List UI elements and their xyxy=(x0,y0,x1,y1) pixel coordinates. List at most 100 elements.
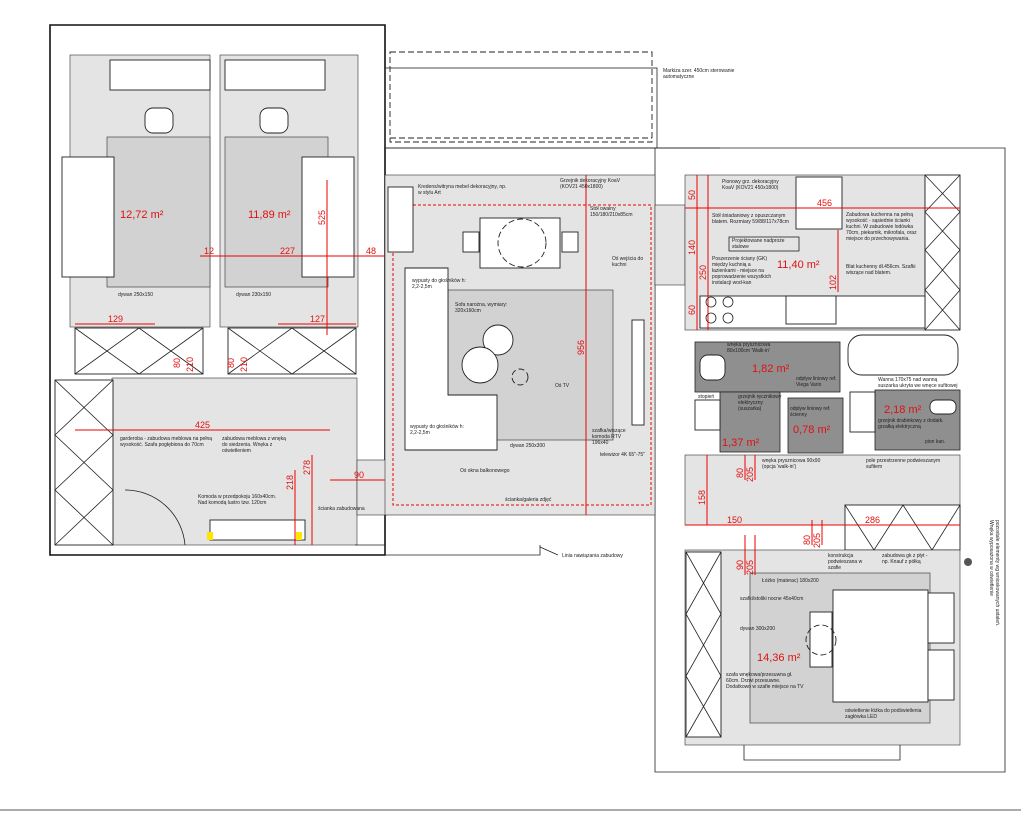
sofa xyxy=(404,267,498,451)
dimension-label: 80 xyxy=(172,358,182,368)
note-tv-cabinet: szafka/wiszące komoda RTV 196x40 xyxy=(592,428,626,446)
hall-passage xyxy=(356,459,388,516)
note-building-line: Linia nawiązania zabudowy xyxy=(562,553,623,559)
dimension-label: 127 xyxy=(310,314,325,324)
dimension-label: 956 xyxy=(576,340,586,355)
note-hall-unit: zabudowa meblowa z wnęką do siedzenia. W… xyxy=(222,436,286,454)
chair-2 xyxy=(259,107,289,134)
note-lintel: Projektowane nadproże stalowe xyxy=(732,238,785,250)
note-ladder-radiator: grzejnik drabinkowy z dodatk. grzałką el… xyxy=(878,418,944,430)
dimension-label: 102 xyxy=(828,275,838,290)
dimension-label: 50 xyxy=(687,190,697,200)
desk-2 xyxy=(224,59,326,91)
tv-cabinet xyxy=(631,319,645,426)
light-icon xyxy=(207,532,213,540)
note-stack: pion kan. xyxy=(925,439,946,445)
awning xyxy=(384,51,720,149)
dimension-label: 60 xyxy=(687,305,697,315)
hallway xyxy=(111,377,358,546)
sideboard xyxy=(387,186,414,253)
dimension-label: 218 xyxy=(285,475,295,490)
desk-1 xyxy=(109,59,211,91)
note-ceiling: pole przestrzenne podwieszanym sufitem xyxy=(866,458,941,470)
nightstand xyxy=(927,592,955,644)
note-kitchen-radiator: Pionowy grz. dekoracyjny KoaV (KOV21 450… xyxy=(722,179,779,191)
note-nightstands: szafki/stoliki nocne 45x40cm xyxy=(740,596,804,602)
bedroom-2-area: 11,89 m² xyxy=(248,209,291,221)
pipe-icon xyxy=(964,558,972,566)
note-counter: Blat kuchenny dł.456cm. Szafki wiszące n… xyxy=(846,264,916,276)
dimension-label: 205 xyxy=(745,560,755,575)
note-drain: odpływ liniowy ref. Viega Vario xyxy=(796,376,837,388)
dimension-label: 80 xyxy=(735,468,745,478)
note-table: Stół owalny 150/180/210x85cm xyxy=(590,206,633,218)
chair xyxy=(561,231,579,253)
note-dresser: Komoda w przedpokoju 160x40cm. Nad komod… xyxy=(198,494,277,506)
dimension-label: 278 xyxy=(302,460,312,475)
nightstand xyxy=(927,649,955,701)
dimension-label: 286 xyxy=(865,515,880,525)
note-radiator: Grzejnik dekoracyjny KoaV (KOV21 450x180… xyxy=(560,178,621,190)
wc-room xyxy=(719,391,781,453)
dimension-label: 48 xyxy=(366,246,376,256)
note-tv: telewizor 4K 65"-75" xyxy=(600,452,645,458)
dimension-label: 525 xyxy=(317,210,327,225)
shower-90 xyxy=(787,397,844,454)
note-kitchen-units: Zabudowa kuchenna na pełną wysokość - są… xyxy=(846,212,917,242)
washbasin xyxy=(849,391,876,433)
pouf xyxy=(511,368,529,386)
dimension-label: 90 xyxy=(735,560,745,570)
dimension-lines xyxy=(75,175,960,575)
bathtub xyxy=(847,334,959,376)
chair-1 xyxy=(144,107,174,134)
note-speakers-1: wypusty do głośników h: 2,2-2,5m xyxy=(412,278,466,290)
coffee-table xyxy=(461,346,499,384)
bed-2 xyxy=(301,156,355,278)
balcony-door xyxy=(743,745,901,761)
dimension-label: 150 xyxy=(727,515,742,525)
cooktop-icon xyxy=(705,296,734,324)
note-wall-extension: Poszerzenie ściany (GK) między kuchnią a… xyxy=(712,256,772,286)
note-drain-2: odpływ liniowy ref. ścienny xyxy=(790,406,831,418)
dimension-label: 205 xyxy=(745,467,755,482)
dimension-label: 90 xyxy=(354,470,364,480)
wardrobes xyxy=(74,327,357,375)
note-rug-1: dywan 250x150 xyxy=(118,292,154,298)
breakfast-table xyxy=(795,176,843,230)
note-rug-living: dywan 250x300 xyxy=(510,443,546,449)
awning-note: Markiza szer. 450cm sterowanie automatyc… xyxy=(663,68,735,80)
note-window-axis: Oś okna balkonowego xyxy=(460,468,510,474)
note-rug-master: dywan 300x200 xyxy=(740,626,776,632)
dimension-label: 140 xyxy=(687,240,697,255)
toilet xyxy=(699,354,726,381)
note-walk-in: wnęka prysznicowa 80x100cm 'Walk-in' xyxy=(727,342,771,354)
coffee-table xyxy=(482,324,514,356)
dresser-hall xyxy=(209,519,306,541)
washbasin xyxy=(694,399,721,431)
dimension-label: 80 xyxy=(226,358,236,368)
bathroom-area: 2,18 m² xyxy=(884,404,922,416)
pendant-lamp xyxy=(805,624,837,656)
dining-table xyxy=(479,217,561,269)
note-rug-2: dywan 230x150 xyxy=(236,292,272,298)
pendant-lamp xyxy=(497,218,547,268)
note-step: stopień xyxy=(698,394,715,400)
kitchen-area: 11,40 m² xyxy=(777,259,820,271)
note-speakers-2: wypusty do głośników h: 2,2-2,5m xyxy=(410,424,464,436)
shower-area: 0,78 m² xyxy=(793,424,831,436)
sink xyxy=(785,295,837,325)
note-sideboard: Kredens/witryna mebel dekoracyjny, np. w… xyxy=(418,184,507,196)
dimension-label: 425 xyxy=(195,420,210,430)
note-towel-radiator: grzejnik ręcznikowy elektryczny (suszark… xyxy=(738,394,782,412)
toilet xyxy=(929,399,957,415)
dimension-label: 227 xyxy=(280,246,295,256)
note-breakfast-table: Stół śniadaniowy z opuszczanym blatem. R… xyxy=(712,213,789,225)
building-line xyxy=(355,544,559,556)
note-bathtub: Wanna 170x75 nad wanną suszarka ukryta w… xyxy=(878,377,958,389)
dimension-label: 250 xyxy=(698,265,708,280)
light-icon xyxy=(296,532,302,540)
shower-room-area: 1,82 m² xyxy=(752,363,790,375)
dimension-label: 210 xyxy=(239,357,249,372)
